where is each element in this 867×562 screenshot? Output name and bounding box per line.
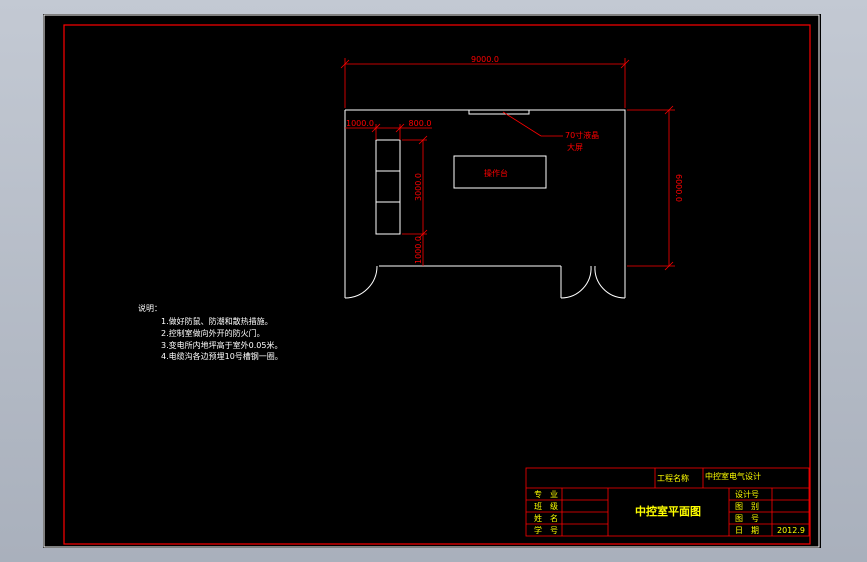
drawing-border	[63, 24, 811, 545]
console-label: 操作台	[484, 168, 508, 178]
cad-drawing-viewport[interactable]: 9000.0 6000.0 1000.0 800.0 3000.0 1000.0…	[43, 14, 821, 548]
notes-heading: 说明：	[138, 303, 162, 313]
left-row-1: 专 业	[534, 489, 558, 499]
project-label: 工程名称	[657, 473, 689, 483]
screen-label-line2: 大屏	[567, 142, 583, 152]
door-right-swing-a	[560, 265, 592, 299]
title-block	[525, 467, 810, 537]
console-desk	[453, 155, 547, 189]
door-left-swing	[344, 265, 378, 299]
note-2: 2.控制室做向外开的防火门。	[161, 328, 265, 338]
left-row-4: 学 号	[534, 525, 558, 535]
note-4: 4.电缆沟各边预埋10号槽钢一圈。	[161, 351, 283, 361]
room-plan	[344, 109, 626, 299]
note-3: 3.变电所内地坪高于室外0.05米。	[161, 340, 282, 350]
dimension-texts: 9000.0 6000.0 1000.0 800.0 3000.0 1000.0…	[346, 55, 683, 264]
dim-cabinet-gap: 800.0	[409, 119, 432, 128]
note-1: 1.做好防鼠、防潮和散热措施。	[161, 316, 273, 326]
cabinet-group	[375, 139, 401, 235]
screen-label-line1: 70寸液晶	[565, 130, 599, 140]
title-block-text: 工程名称 中控室电气设计 中控室平面图 专 业 班 级 姓 名 学 号 设计号 …	[534, 471, 805, 535]
notes: 说明： 1.做好防鼠、防潮和散热措施。 2.控制室做向外开的防火门。 3.变电所…	[138, 303, 283, 361]
dim-bottom-offset: 1000.0	[414, 236, 423, 264]
dim-overall-width: 9000.0	[471, 55, 499, 64]
right-row-3: 图 号	[735, 514, 759, 523]
door-right-swing-b	[594, 265, 626, 299]
drawing-canvas[interactable]: 9000.0 6000.0 1000.0 800.0 3000.0 1000.0…	[43, 14, 821, 548]
date-value: 2012.9	[777, 526, 805, 535]
right-row-2: 图 别	[735, 502, 759, 511]
left-row-3: 姓 名	[534, 513, 558, 523]
dim-left-offset: 1000.0	[346, 119, 374, 128]
dim-overall-height: 6000.0	[674, 174, 683, 202]
wall-top-right	[345, 109, 626, 266]
right-row-1: 设计号	[735, 489, 759, 499]
dim-cabinet-run: 3000.0	[414, 173, 423, 201]
project-name: 中控室电气设计	[705, 471, 761, 481]
screen-rect	[468, 109, 530, 115]
left-row-2: 班 级	[534, 501, 558, 511]
drawing-title: 中控室平面图	[635, 504, 701, 518]
outer-frame	[43, 14, 820, 548]
dimension-lines	[340, 58, 675, 271]
right-row-4: 日 期	[735, 526, 759, 535]
